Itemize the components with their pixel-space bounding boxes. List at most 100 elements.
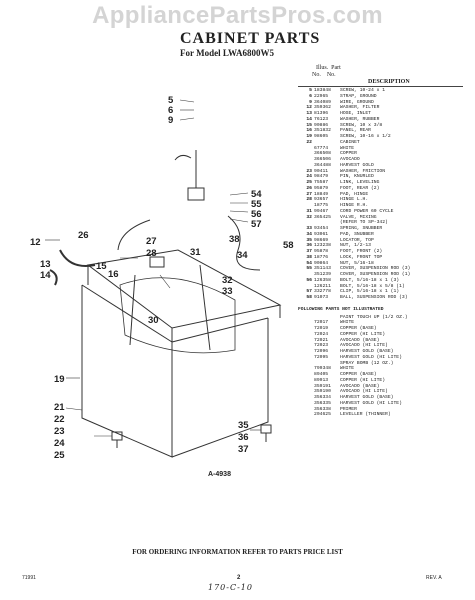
part-description: AVOCADO (HI LITE) xyxy=(340,343,388,349)
table-row: 72021 AVOCADO (BASE) xyxy=(298,338,468,344)
callout-label: 28 xyxy=(146,248,157,259)
part-number: 81396 xyxy=(314,111,329,116)
illus-number: 32 xyxy=(306,214,312,220)
callout-label: 13 xyxy=(40,259,51,270)
part-number: 365425 xyxy=(314,214,331,220)
part-number: 351239 xyxy=(314,272,331,277)
part-number: 332778 xyxy=(314,289,331,295)
callout-label: 25 xyxy=(54,450,65,461)
callout-label: 21 xyxy=(54,402,65,413)
part-description: AVOCADO (BASE) xyxy=(340,337,380,343)
part-number: 72021 xyxy=(314,337,329,343)
part-description: PIN, KNURLED xyxy=(340,174,374,180)
part-description: WASHER, FRICTION xyxy=(340,168,386,174)
part-number: 93454 xyxy=(314,226,329,231)
illus-number: 36 xyxy=(306,243,312,249)
header-rule xyxy=(298,86,463,87)
callout-label: 26 xyxy=(78,230,89,241)
callout-label: 34 xyxy=(237,250,248,261)
part-number: 126211 xyxy=(314,283,331,289)
part-number: 18849 xyxy=(314,191,329,197)
part-description: BOLT, 5/16-18 x 5/8 (1) xyxy=(340,283,405,289)
illus-number: 33 xyxy=(306,226,312,231)
part-number: 93061 xyxy=(314,231,329,237)
part-number: 75587 xyxy=(314,180,329,185)
illus-number: 24 xyxy=(306,174,312,180)
diagram-code: A-4938 xyxy=(208,471,231,478)
part-number: 366508 xyxy=(314,151,331,157)
part-description: WIRE, GROUND xyxy=(340,99,374,105)
callout-label: 22 xyxy=(54,414,65,425)
part-description: AVOCADO xyxy=(340,157,360,162)
illus-number: 19 xyxy=(306,134,312,139)
illus-number: 55 xyxy=(306,266,312,272)
part-description: HINGE L.H. xyxy=(340,197,369,203)
part-description: BALL, SUSPENSION ROD (3) xyxy=(340,295,408,300)
part-number: 72095 xyxy=(314,354,329,360)
header-description: DESCRIPTION xyxy=(368,79,410,85)
callout-label: 56 xyxy=(251,209,262,220)
callout-label: 38 xyxy=(229,234,240,245)
part-description: WHITE xyxy=(340,366,355,372)
part-description: PANEL, REAR xyxy=(340,128,371,134)
callout-label: 12 xyxy=(30,237,41,248)
illus-number xyxy=(298,412,314,418)
callout-label: 30 xyxy=(148,315,159,326)
part-description: HARVEST GOLD xyxy=(340,162,374,168)
part-description: NUT, 5/16-18 xyxy=(340,260,374,266)
illus-number: 25 xyxy=(306,180,312,185)
illus-number: 58 xyxy=(306,295,312,300)
illus-number: 13 xyxy=(306,111,312,116)
part-number: 18776 xyxy=(314,254,329,260)
part-number: 72019 xyxy=(314,326,329,331)
illus-number: 23 xyxy=(306,168,312,174)
callout-label: 27 xyxy=(146,236,157,247)
illus-number: 37 xyxy=(306,249,312,254)
callout-label: 5 xyxy=(168,95,174,106)
part-number: 351832 xyxy=(314,128,331,134)
cabinet-body xyxy=(81,285,173,458)
part-number: 351143 xyxy=(314,266,331,272)
callout-label: 36 xyxy=(238,432,249,443)
part-description: SPRAY BOMB (12 OZ.) xyxy=(340,360,394,366)
part-number: 72024 xyxy=(314,331,329,337)
illus-number: 27 xyxy=(306,191,312,197)
illus-number: 56 xyxy=(306,277,312,283)
part-description: SPRING, SNUBBER xyxy=(340,226,383,231)
illus-number: 57 xyxy=(306,289,312,295)
part-description: VALVE, MIXING xyxy=(340,214,377,220)
callout-label: 14 xyxy=(40,270,51,281)
illus-number: 9 xyxy=(309,99,312,105)
header-illus: Illus. xyxy=(316,65,329,71)
part-description: PAINT TOUCH UP (1/2 OZ.) xyxy=(340,314,408,320)
part-description: PAD, SNUBBER xyxy=(340,231,374,237)
part-number: 356334 xyxy=(314,395,331,400)
callout-label: 54 xyxy=(251,189,262,200)
part-number: 72017 xyxy=(314,320,329,326)
part-number: 356335 xyxy=(314,400,331,406)
part-description: HARVEST GOLD (HI LITE) xyxy=(340,354,402,360)
page-subtitle: For Model LWA6800W5 xyxy=(180,48,275,58)
